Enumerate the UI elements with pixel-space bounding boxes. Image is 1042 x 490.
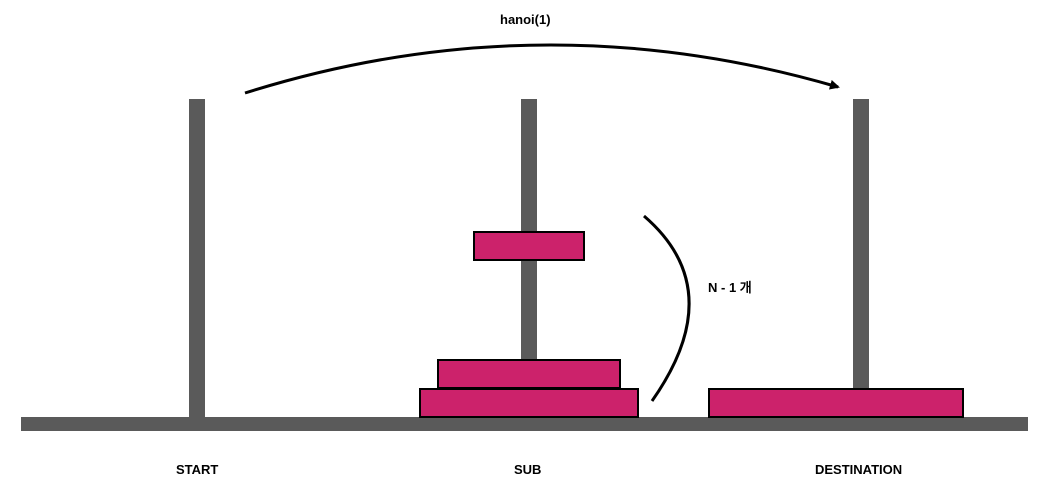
n-minus-1-label: N - 1 개: [708, 280, 752, 295]
peg-start-label: START: [176, 462, 219, 477]
peg-destination-label: DESTINATION: [815, 462, 903, 477]
move-arrow: [244, 43, 840, 95]
base-platform: [21, 417, 1028, 431]
peg-destination: [853, 99, 869, 419]
n-minus-1-bracket: [643, 214, 691, 402]
disk-sub-large: [419, 388, 639, 418]
disk-destination-largest: [708, 388, 964, 418]
peg-sub-label: SUB: [514, 462, 542, 477]
disk-sub-small: [473, 231, 585, 261]
peg-start: [189, 99, 205, 419]
hanoi-call-label: hanoi(1): [500, 12, 551, 27]
